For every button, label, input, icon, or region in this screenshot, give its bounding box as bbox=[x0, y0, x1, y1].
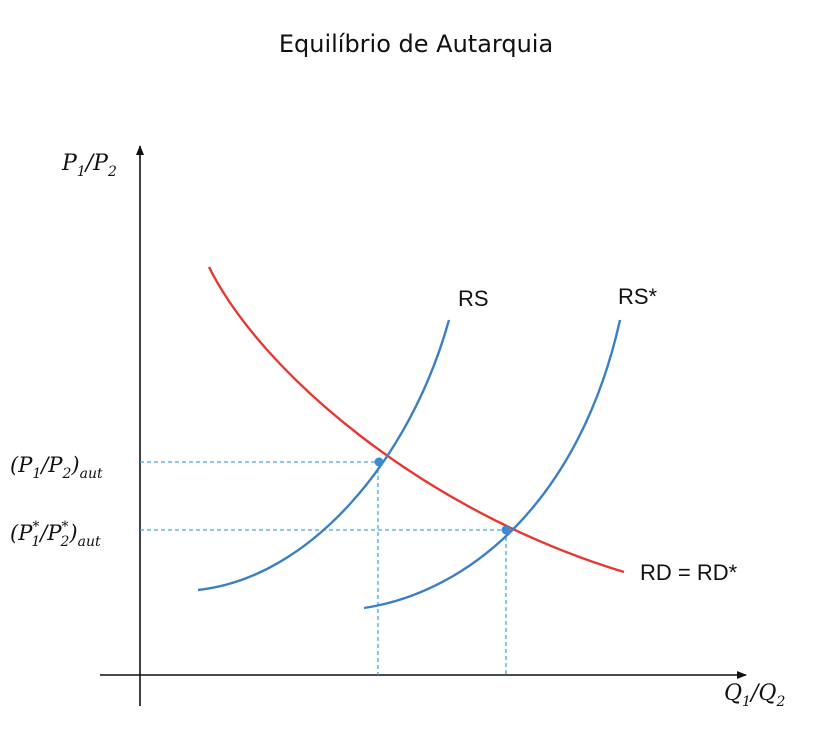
rd-curve bbox=[207, 266, 625, 574]
world-autarky-price-label: (P*1/P*2)aut bbox=[10, 519, 101, 550]
home-autarky-price-label: (P1/P2)aut bbox=[10, 453, 103, 482]
x-axis-label: Q1/Q2 bbox=[724, 681, 785, 710]
rs-star-curve-label: RS* bbox=[618, 284, 658, 309]
rs-curve bbox=[197, 319, 451, 592]
diagram-title: Equilíbrio de Autarquia bbox=[279, 30, 553, 58]
world-autarky-equilibrium-point bbox=[501, 525, 511, 535]
rs-star-curve bbox=[363, 319, 622, 610]
home-autarky-equilibrium-point bbox=[374, 457, 384, 467]
y-axis-label: P1/P2 bbox=[61, 151, 117, 180]
rd-curve-label: RD = RD* bbox=[640, 560, 738, 585]
rs-curve-label: RS bbox=[458, 286, 489, 311]
